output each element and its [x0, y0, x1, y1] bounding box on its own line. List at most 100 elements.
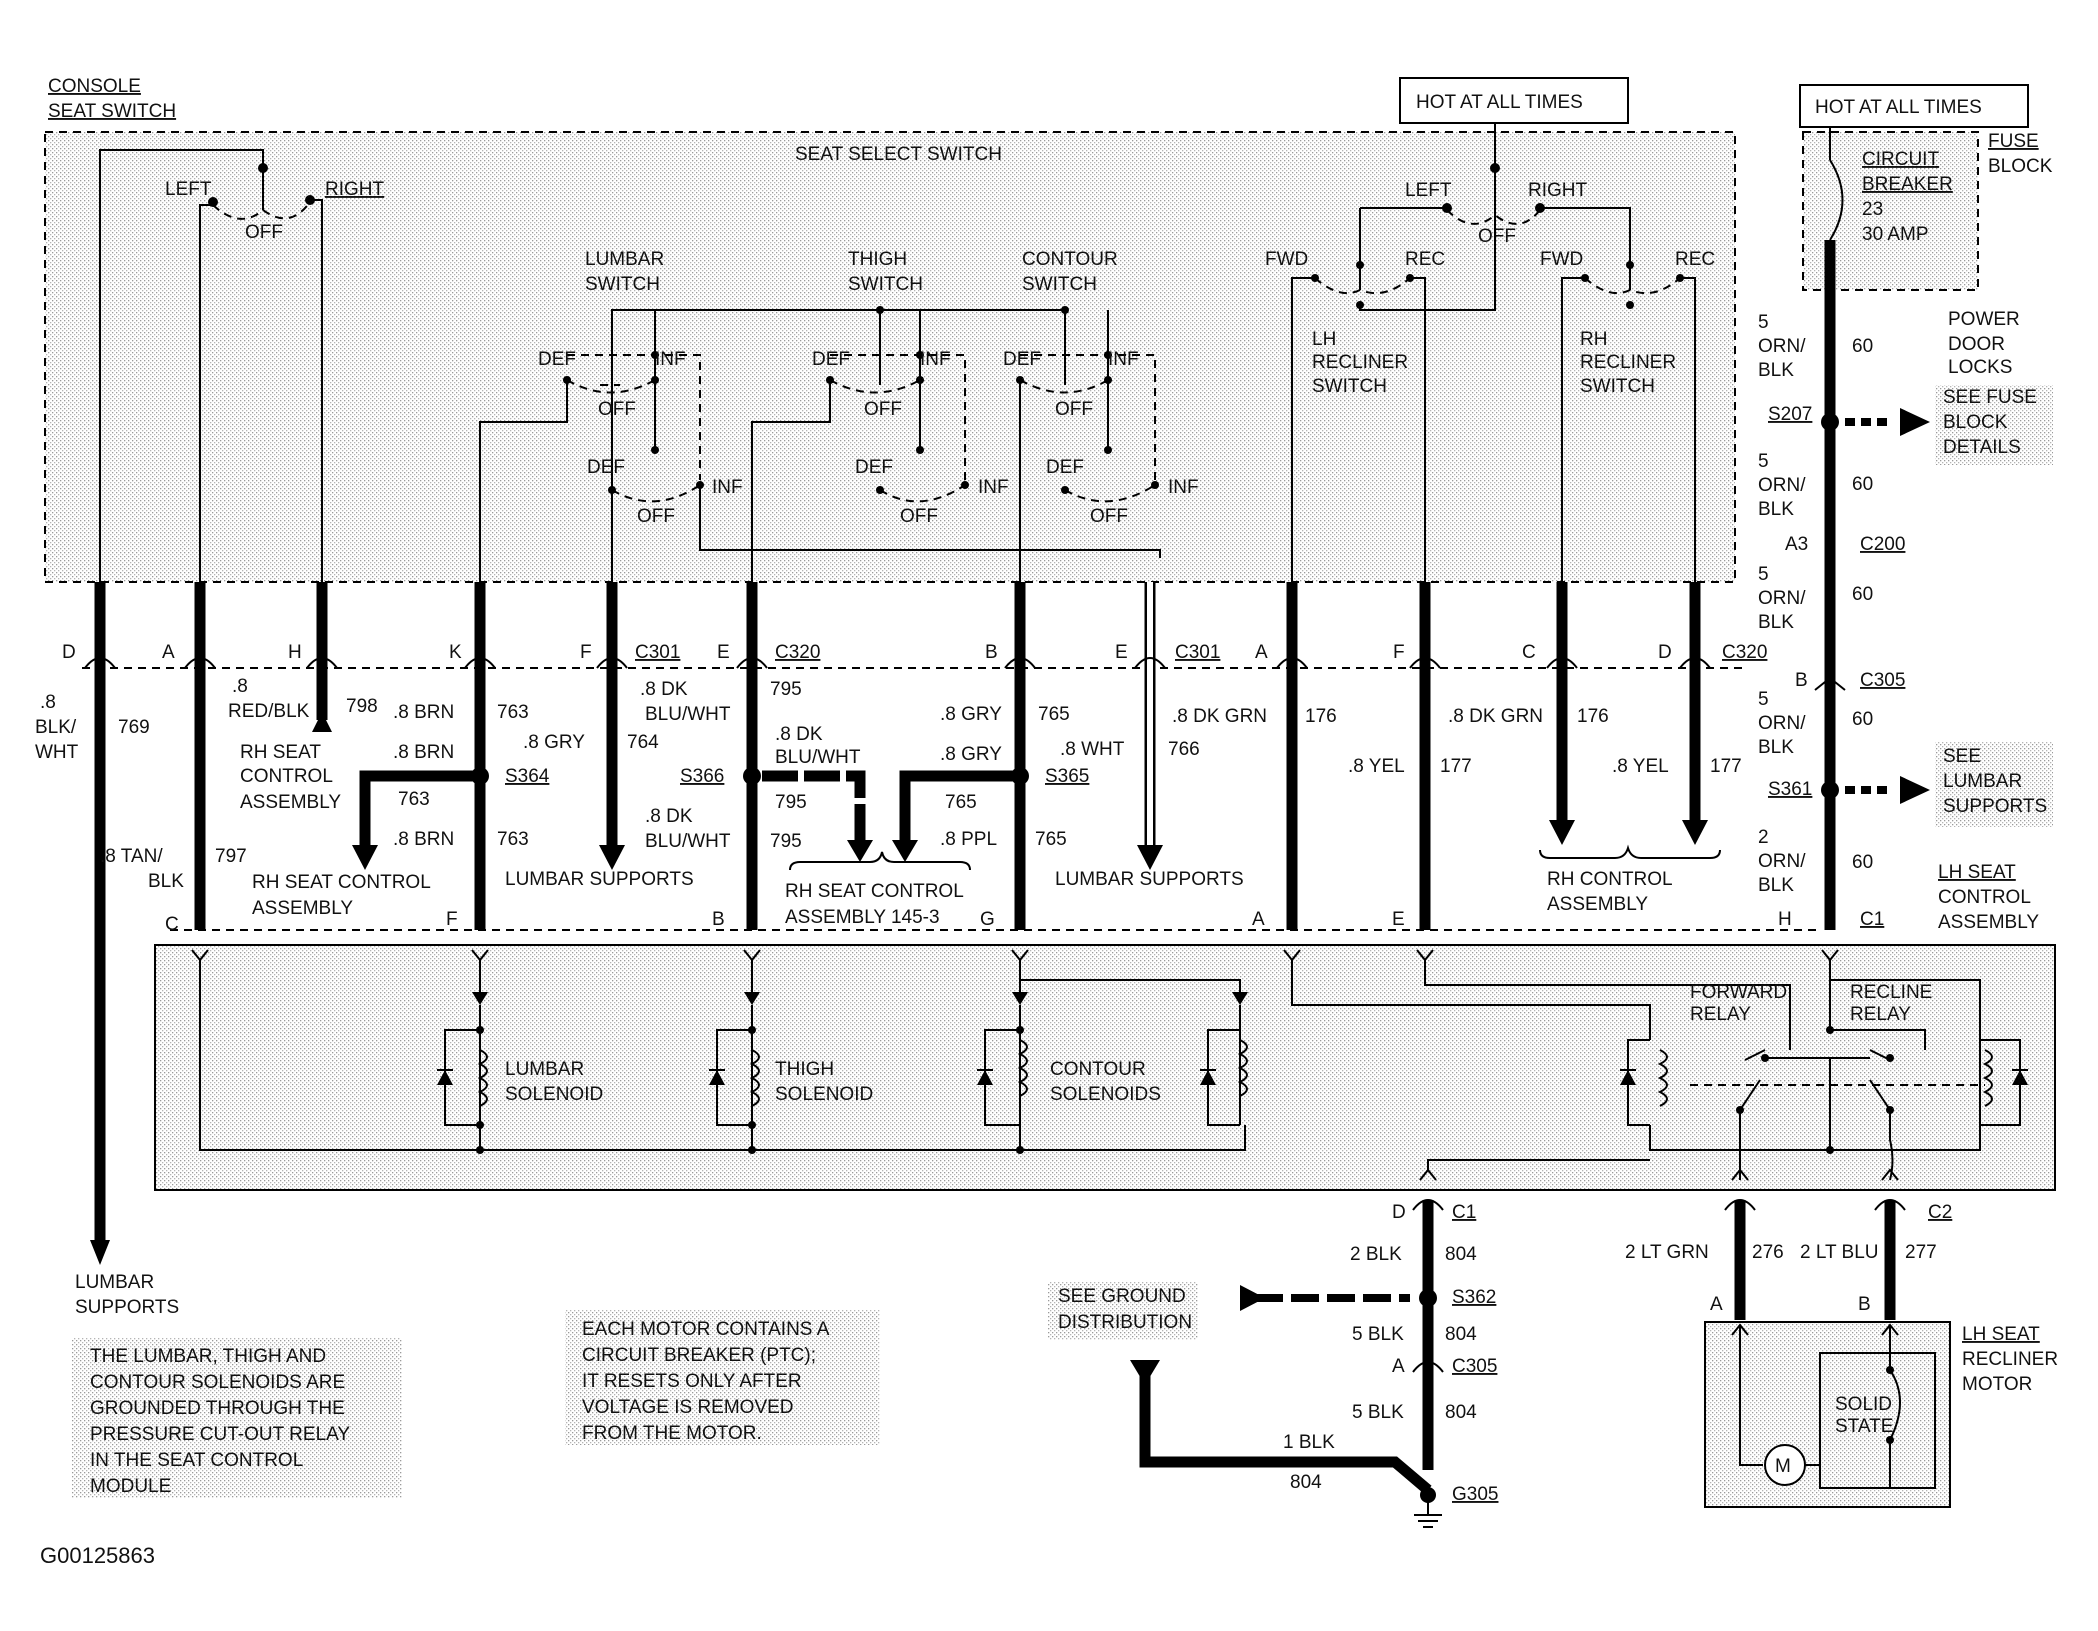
motor-note: EACH MOTOR CONTAINS A CIRCUIT BREAKER (P… — [565, 1310, 880, 1445]
contour-switch-label-2: SWITCH — [1022, 274, 1097, 295]
w795-c1: .8 DK — [645, 806, 693, 827]
lh-seat-control-assembly: LUMBAR SOLENOID THIGH SOLENOID CONTOUR S… — [154, 944, 2056, 1191]
motor-note-line-2: CIRCUIT BREAKER (PTC); — [582, 1345, 816, 1366]
s361: S361 — [1768, 779, 1812, 800]
contour-solenoid-2: SOLENOIDS — [1050, 1084, 1161, 1105]
lumbar-switch-label-2: SWITCH — [585, 274, 660, 295]
harness-wires: D .8 BLK/ WHT 769 LUMBAR SUPPORTS A .8 T… — [35, 582, 2039, 1318]
forward-relay-1: FORWARD — [1690, 982, 1787, 1003]
w765-c: .8 PPL — [940, 829, 997, 850]
lh-recliner-1: LH — [1312, 329, 1336, 350]
w797-2: BLK — [148, 871, 184, 892]
lumbar-supports-1: LUMBAR SUPPORTS — [505, 869, 694, 890]
pin-e-177: E — [1392, 909, 1405, 930]
thigh-def2: DEF — [855, 457, 893, 478]
pin-c-797: C — [165, 914, 179, 935]
lh-seat-ctrl-1: LH SEAT — [1938, 862, 2016, 883]
g305: G305 — [1452, 1484, 1498, 1505]
w60-d2: ORN/ — [1758, 713, 1806, 734]
w795-a-num: 795 — [770, 679, 802, 700]
w795-b2: BLU/WHT — [775, 747, 861, 768]
w804-c-num: 804 — [1445, 1402, 1477, 1423]
lh-rec: REC — [1405, 249, 1445, 270]
lumbar-inf1: INF — [655, 349, 686, 370]
thigh-def1: DEF — [812, 349, 850, 370]
s207: S207 — [1768, 404, 1812, 425]
thigh-solenoid-1: THIGH — [775, 1059, 834, 1080]
w766-num: 766 — [1168, 739, 1200, 760]
see-ground-2: DISTRIBUTION — [1058, 1312, 1192, 1333]
w804-a-num: 804 — [1445, 1244, 1477, 1265]
fuse-label-1: FUSE — [1988, 131, 2039, 152]
c305-a: C305 — [1860, 670, 1905, 691]
w765-b: .8 GRY — [940, 744, 1002, 765]
console-seat-switch: CONSOLE SEAT SWITCH SEAT SELECT SWITCH — [44, 76, 1736, 583]
solenoid-note-line-4: PRESSURE CUT-OUT RELAY — [90, 1424, 350, 1445]
w60-b3: BLK — [1758, 499, 1794, 520]
w804-b-num: 804 — [1445, 1324, 1477, 1345]
solenoid-note-line-3: GROUNDED THROUGH THE — [90, 1398, 345, 1419]
w795-a1: .8 DK — [640, 679, 688, 700]
c320-b: C320 — [1722, 642, 1767, 663]
c2: C2 — [1928, 1202, 1952, 1223]
power-feed: 5 ORN/ BLK 60 POWER DOOR LOCKS S207 SEE … — [1758, 309, 2053, 896]
rh-seat-b2: ASSEMBLY — [252, 898, 353, 919]
w797-1: .8 TAN/ — [100, 846, 163, 867]
contour-switch: CONTOUR SWITCH DEF INF OFF DEF INF OFF — [1003, 249, 1199, 582]
pin-b-277: B — [1858, 1294, 1871, 1315]
fuse-label-2: BLOCK — [1988, 156, 2053, 177]
see-lumbar-1: SEE — [1943, 746, 1981, 767]
pin-h-798: H — [288, 642, 302, 663]
lh-motor-1: LH SEAT — [1962, 1324, 2040, 1345]
w804-d-num: 804 — [1290, 1472, 1322, 1493]
w60-a3: BLK — [1758, 360, 1794, 381]
console-label-1: CONSOLE — [48, 76, 141, 97]
w769-num: 769 — [118, 717, 150, 738]
w804-b: 5 BLK — [1352, 1324, 1404, 1345]
lumbar-bottom-2: SUPPORTS — [75, 1297, 179, 1318]
contour-off2: OFF — [1090, 506, 1128, 527]
hot-label-1: HOT AT ALL TIMES — [1416, 92, 1583, 113]
thigh-inf2: INF — [978, 477, 1009, 498]
w60-b2: ORN/ — [1758, 475, 1806, 496]
s366: S366 — [680, 766, 724, 787]
pin-a-797: A — [162, 642, 175, 663]
w769-1: .8 — [40, 692, 56, 713]
w60-c1: 5 — [1758, 564, 1769, 585]
lumbar-switch-label-1: LUMBAR — [585, 249, 664, 270]
w763-a-num: 763 — [497, 702, 529, 723]
contour-off1: OFF — [1055, 399, 1093, 420]
w177-a: .8 YEL — [1348, 756, 1405, 777]
w60-b-num: 60 — [1852, 474, 1873, 495]
lh-recliner-3: SWITCH — [1312, 376, 1387, 397]
lh-recliner-motor-circuit: C2 2 LT GRN 276 2 LT BLU 277 A B M SOLID… — [1625, 1199, 2058, 1508]
lumbar-solenoid-2: SOLENOID — [505, 1084, 603, 1105]
w763-c: .8 BRN — [393, 829, 454, 850]
lh-recliner-2: RECLINER — [1312, 352, 1408, 373]
off-label: OFF — [245, 222, 283, 243]
lh-motor-2: RECLINER — [1962, 1349, 2058, 1370]
w766: .8 WHT — [1060, 739, 1125, 760]
motor-note-line-1: EACH MOTOR CONTAINS A — [582, 1319, 830, 1340]
thigh-switch: THIGH SWITCH DEF INF OFF DEF INF OFF — [751, 249, 1009, 582]
contour-inf1: INF — [1108, 349, 1139, 370]
w176-b-num: 176 — [1577, 706, 1609, 727]
w176-b: .8 DK GRN — [1448, 706, 1543, 727]
pin-e-766: E — [1115, 642, 1128, 663]
solenoid-note: THE LUMBAR, THIGH AND CONTOUR SOLENOIDS … — [72, 1338, 402, 1498]
seat-select-switch: LEFT RIGHT OFF — [99, 149, 385, 582]
solenoid-note-line-6: MODULE — [90, 1476, 171, 1497]
w769-3: WHT — [35, 742, 79, 763]
thigh-off1: OFF — [864, 399, 902, 420]
rh-rec: REC — [1675, 249, 1715, 270]
pin-g-765: G — [980, 909, 995, 930]
lh-fwd: FWD — [1265, 249, 1308, 270]
lumbar-bottom-1: LUMBAR — [75, 1272, 154, 1293]
w804-a: 2 BLK — [1350, 1244, 1402, 1265]
lh-seat-ctrl-2: CONTROL — [1938, 887, 2031, 908]
pin-h-60: H — [1778, 909, 1792, 930]
w60-c-num: 60 — [1852, 584, 1873, 605]
motor-note-line-3: IT RESETS ONLY AFTER — [582, 1371, 802, 1392]
solenoid-note-line-1: THE LUMBAR, THIGH AND — [90, 1346, 326, 1367]
